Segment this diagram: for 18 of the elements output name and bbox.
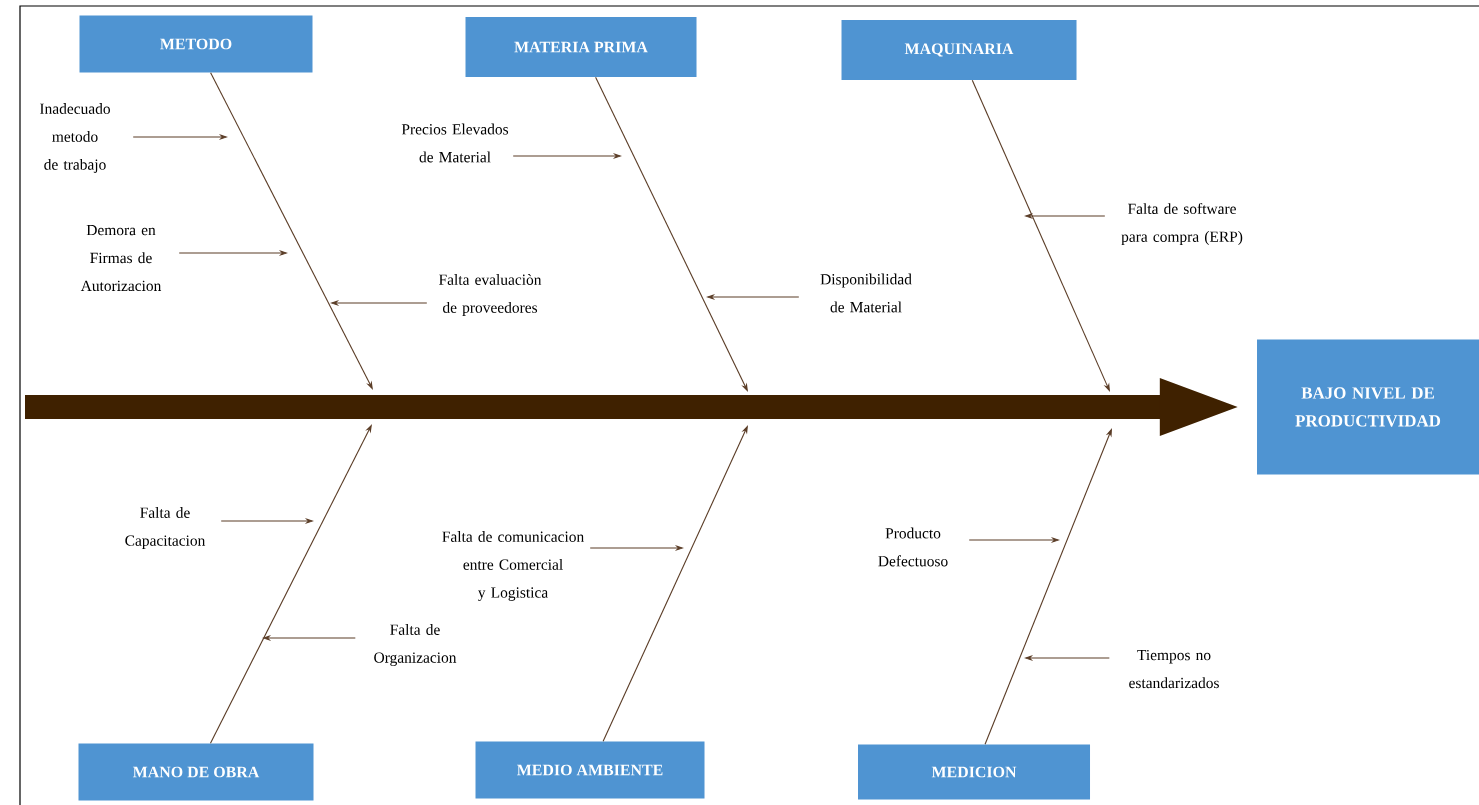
cause-text: Falta de Organizacion [374,624,457,666]
category-box: MEDICION [858,744,1090,800]
cause-text: Demora en Firmas de Autorizacion [80,225,162,292]
cause-text: Precios Elevados de Material [401,123,509,163]
cause-text: Producto Defectuoso [878,527,948,567]
cause-text: Falta evaluaciòn de proveedores [439,274,542,316]
category-box: METODO [79,15,313,73]
cause-text: Falta de Capacitacion [125,507,206,549]
cause-text: Tiempos no estandarizados [1129,649,1219,689]
category-box: MANO DE OBRA [78,743,314,801]
category-box: MATERIA PRIMA [465,17,697,77]
cause-text: Falta de comunicacion entre Comercial y Logistica [442,531,584,601]
category-box: MAQUINARIA [841,20,1077,80]
effect-box: BAJO NIVEL DE PRODUCTIVIDAD [1257,339,1479,475]
cause-text: Disponibilidad de Material [820,273,912,313]
cause-text: Inadecuado metodo de trabajo [40,103,110,173]
category-box: MEDIO AMBIENTE [475,741,705,799]
cause-text: Falta de software para compra (ERP) [1121,202,1243,245]
